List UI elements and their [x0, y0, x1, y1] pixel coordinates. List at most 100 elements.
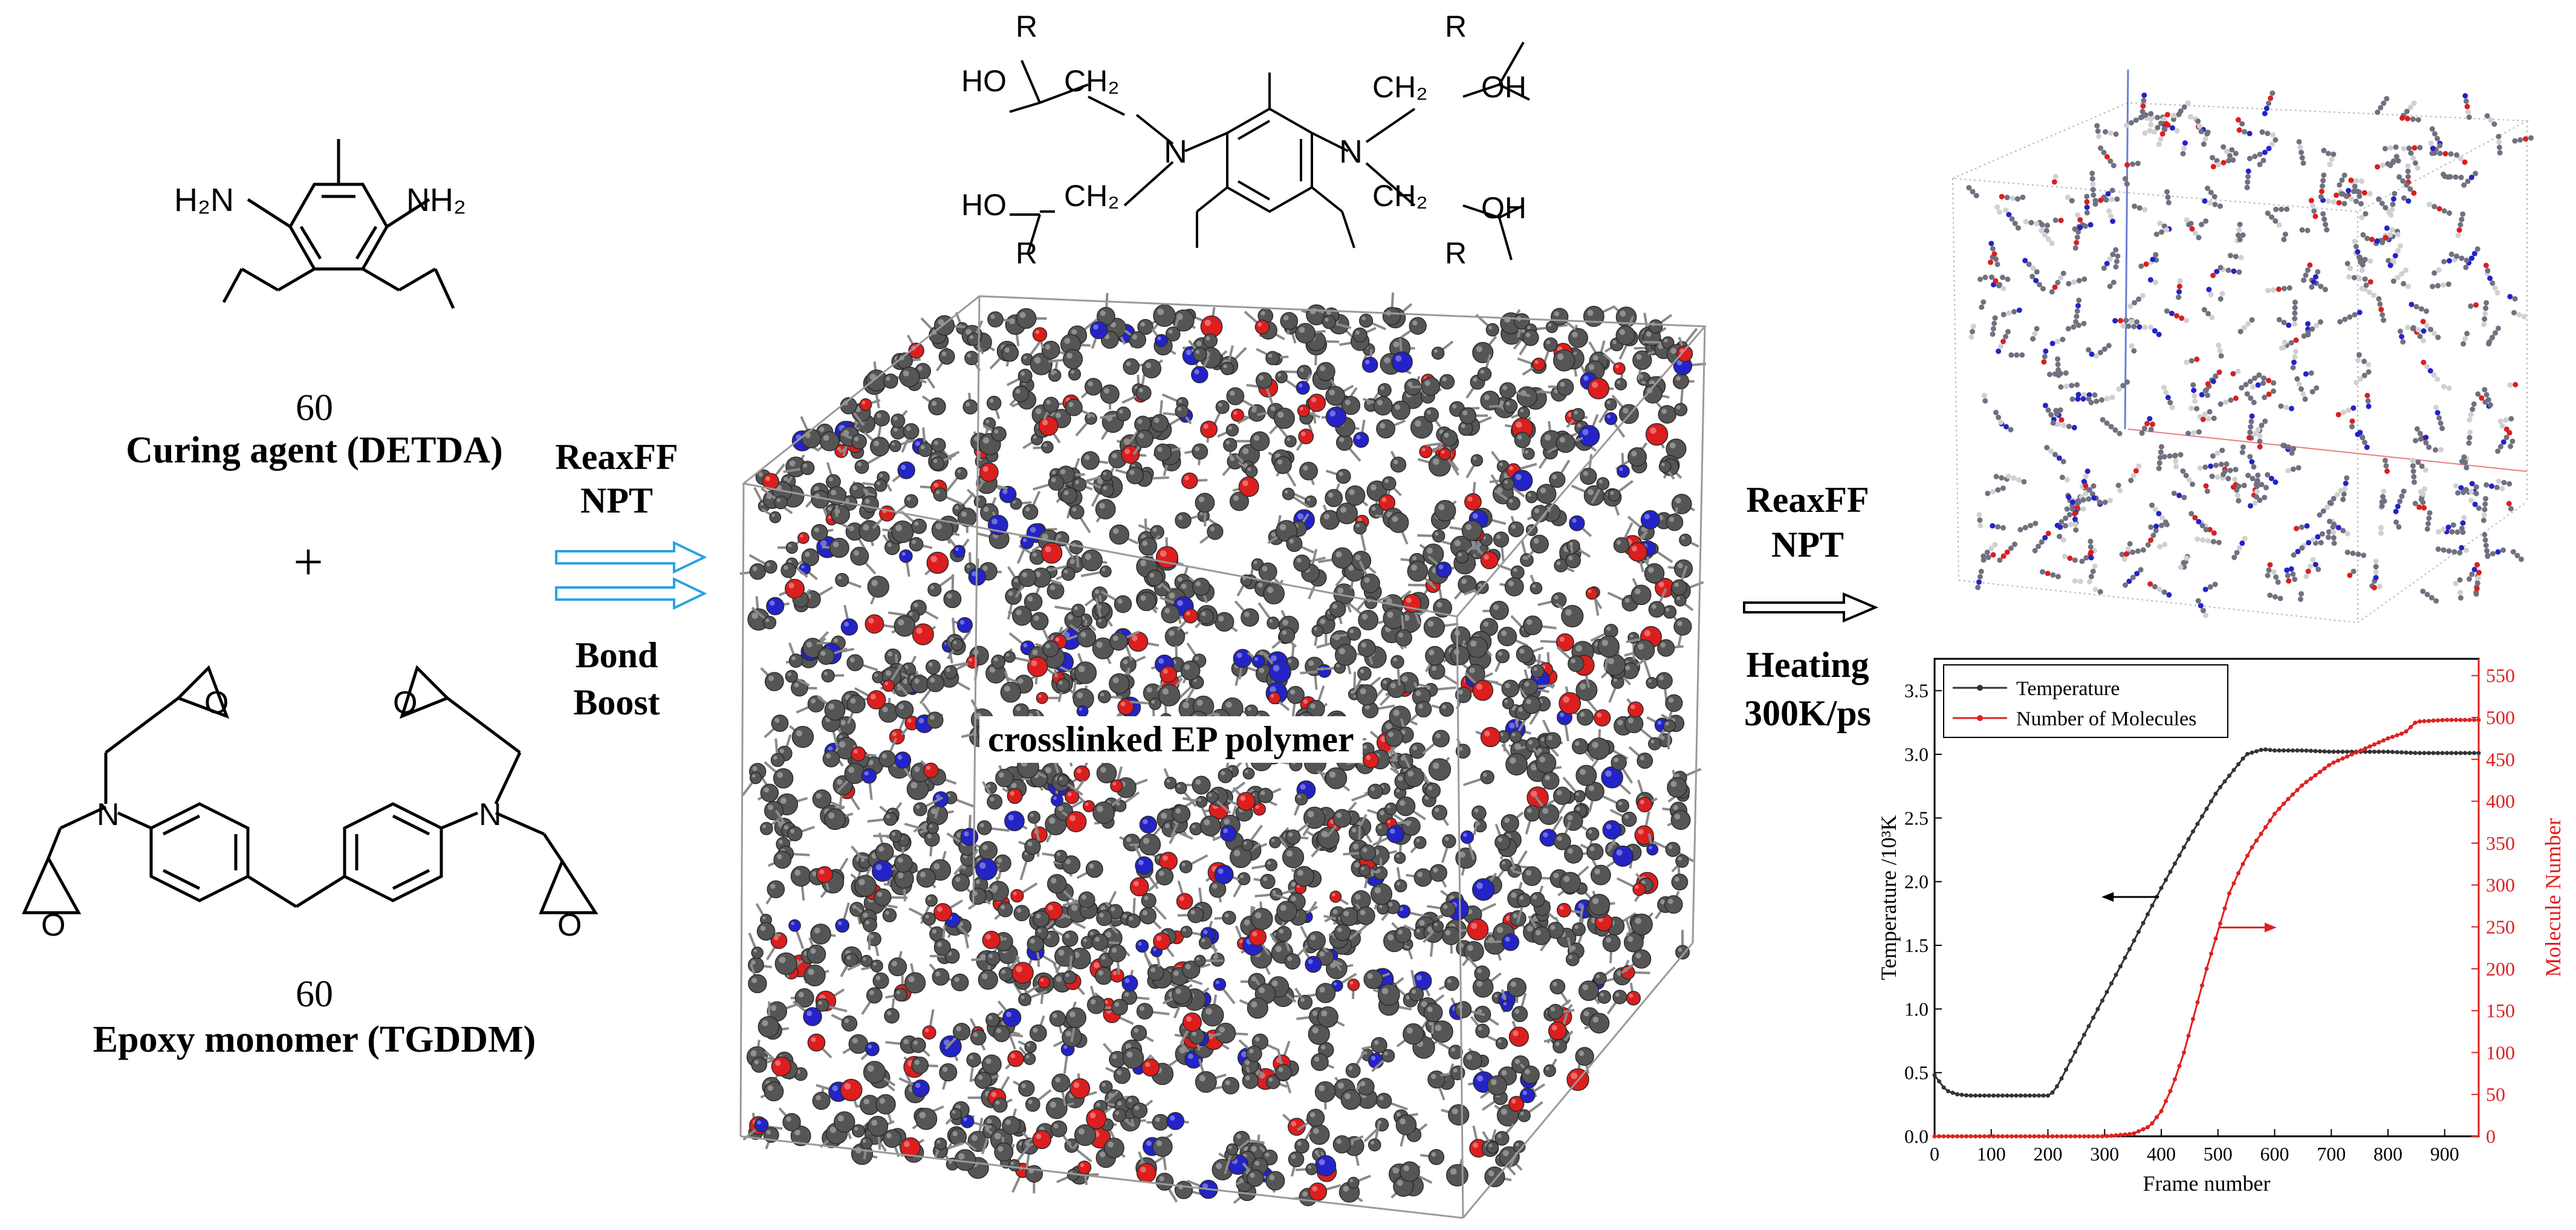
carbon-atom: [1403, 1023, 1424, 1045]
nitrogen-atom: [1121, 975, 1138, 992]
atom-highlight: [1196, 699, 1203, 706]
atom-highlight: [791, 656, 796, 661]
carbon-atom: [1322, 315, 1337, 329]
nitrogen-atom: [1501, 933, 1520, 951]
carbon-atom: [1060, 487, 1078, 504]
carbon-atom: [850, 546, 869, 566]
oxygen-atom: [1040, 542, 1063, 564]
atom-highlight: [1103, 471, 1107, 476]
atom-highlight: [1126, 1051, 1133, 1058]
atom-highlight: [886, 376, 891, 381]
carbon-atom: [1221, 361, 1234, 375]
carbon-atom: [951, 973, 969, 992]
atom-highlight: [1268, 354, 1273, 358]
carbon-atom: [1027, 811, 1040, 824]
atom-highlight: [794, 870, 801, 876]
carbon-atom: [1389, 705, 1411, 728]
atom-highlight: [1016, 609, 1022, 615]
atom-highlight: [1244, 612, 1250, 617]
atom-highlight: [1636, 354, 1642, 360]
atom-highlight: [1355, 894, 1361, 900]
oxygen-atom: [1634, 825, 1654, 845]
atom-highlight: [1096, 641, 1103, 648]
atom-highlight: [808, 968, 814, 976]
atom-highlight: [1361, 866, 1364, 870]
atom-highlight: [1660, 899, 1666, 905]
atom-highlight: [865, 920, 870, 925]
carbon-atom: [1551, 308, 1569, 326]
atom-highlight: [898, 619, 904, 626]
oxygen-atom: [1594, 709, 1611, 727]
carbon-atom: [1336, 502, 1358, 525]
atom-highlight: [1065, 1031, 1072, 1037]
atom-highlight: [1247, 707, 1251, 711]
atom-highlight: [1452, 404, 1457, 409]
carbon-atom: [1377, 983, 1400, 1006]
carbon-atom: [1095, 499, 1116, 520]
atom-highlight: [1374, 887, 1381, 894]
atom-highlight: [1152, 528, 1157, 532]
oxygen-atom: [908, 342, 924, 359]
atom-highlight: [1396, 854, 1400, 858]
atom-highlight: [844, 621, 849, 627]
atom-highlight: [1592, 742, 1598, 748]
atom-highlight: [1478, 583, 1482, 587]
atom-highlight: [1397, 1180, 1403, 1186]
atom-highlight: [1554, 595, 1559, 600]
atom-highlight: [1049, 817, 1056, 824]
nitrogen-atom: [912, 1079, 930, 1098]
atom-highlight: [1379, 1096, 1384, 1101]
atom-highlight: [1099, 1151, 1106, 1157]
carbon-atom: [764, 560, 777, 574]
atom-highlight: [790, 829, 795, 833]
atom-highlight: [1583, 1011, 1589, 1017]
oxygen-atom: [1329, 890, 1342, 903]
atom-highlight: [852, 904, 857, 909]
atom-highlight: [1153, 948, 1157, 951]
atom-highlight: [1345, 1093, 1351, 1099]
atom-highlight: [1084, 455, 1090, 461]
atom-highlight: [1421, 1001, 1427, 1008]
atom-highlight: [814, 486, 820, 492]
carbon-atom: [895, 701, 914, 719]
atom-highlight: [1670, 781, 1677, 787]
carbon-atom: [1501, 679, 1520, 698]
carbon-atom: [1041, 441, 1054, 453]
carbon-atom: [1099, 1080, 1113, 1094]
oxygen-atom: [1231, 408, 1244, 422]
carbon-atom: [844, 953, 858, 968]
carbon-atom: [1423, 1003, 1443, 1023]
atom-highlight: [1525, 870, 1532, 876]
atom-highlight: [1467, 496, 1473, 502]
atom-highlight: [1144, 896, 1149, 901]
atom-highlight: [806, 1011, 813, 1017]
atom-highlight: [1134, 1028, 1139, 1033]
atom-highlight: [1108, 1141, 1114, 1148]
atom-highlight: [1096, 1102, 1101, 1107]
oxygen-atom: [926, 551, 949, 574]
atom-highlight: [1537, 748, 1542, 753]
carbon-atom: [927, 583, 942, 597]
atom-highlight: [1415, 690, 1421, 696]
atom-highlight: [1563, 876, 1570, 882]
atom-highlight: [869, 990, 874, 995]
nitrogen-atom: [1386, 825, 1405, 844]
atom-highlight: [775, 1060, 781, 1066]
atom-highlight: [1550, 925, 1556, 930]
carbon-atom: [1472, 341, 1494, 363]
atom-highlight: [895, 525, 903, 531]
atom-highlight: [1367, 973, 1373, 979]
atom-highlight: [1339, 437, 1345, 442]
atom-highlight: [875, 864, 882, 871]
atom-highlight: [1427, 410, 1432, 415]
carbon-atom: [1497, 627, 1517, 647]
atom-highlight: [1058, 806, 1063, 812]
carbon-atom: [991, 655, 1006, 669]
oxygen-atom: [1419, 445, 1433, 459]
atom-highlight: [1393, 710, 1400, 716]
atom-highlight: [1051, 878, 1057, 884]
atom-highlight: [768, 675, 774, 681]
carbon-atom: [1480, 770, 1494, 785]
atom-highlight: [1027, 1043, 1031, 1047]
carbon-atom: [1340, 907, 1359, 927]
